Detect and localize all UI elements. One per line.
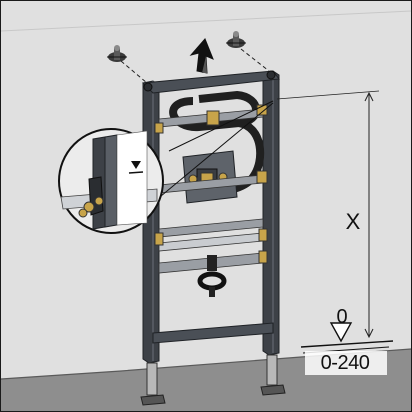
- middle-clip-right: [256, 170, 268, 184]
- floor-reference-label: 0: [336, 306, 348, 328]
- upper-fitting: [206, 110, 220, 126]
- lower-clip-right: [258, 228, 268, 242]
- wall-edge: [1, 10, 411, 32]
- frame-foot-left: [140, 362, 166, 406]
- lower-clip-left: [154, 232, 164, 246]
- anchor-guide-left: [120, 60, 148, 84]
- level-triangle-icon: [329, 322, 353, 343]
- level-mark-detail-icon: [128, 161, 144, 174]
- height-dimension-label: X: [345, 209, 361, 234]
- frame-foot-right: [260, 354, 286, 396]
- floor-reference-line: [300, 340, 394, 348]
- lower-clip-right-2: [258, 250, 268, 264]
- dimension-line-x: [276, 90, 380, 339]
- frame-corner-left: [143, 82, 153, 92]
- wall-anchor-left-icon: [107, 45, 127, 62]
- frame-corner-right: [266, 70, 276, 80]
- upward-arrow-icon: [189, 38, 214, 74]
- upper-clip-left: [154, 122, 164, 134]
- wall-anchor-right-icon: [226, 31, 246, 48]
- frame-right-post: [262, 70, 280, 356]
- drain-trap: [197, 255, 227, 297]
- magnifier-detail-icon: [58, 128, 164, 234]
- callout-line-bottom: [154, 102, 274, 202]
- adjustment-range-label: 0-240: [320, 352, 370, 374]
- range-label-bg: [305, 351, 387, 375]
- upper-clip-right: [256, 104, 268, 116]
- callout-line-top: [168, 100, 274, 152]
- valve-box: [182, 150, 238, 204]
- anchor-guide-right: [240, 48, 270, 72]
- frame-bottom-bar: [152, 322, 274, 344]
